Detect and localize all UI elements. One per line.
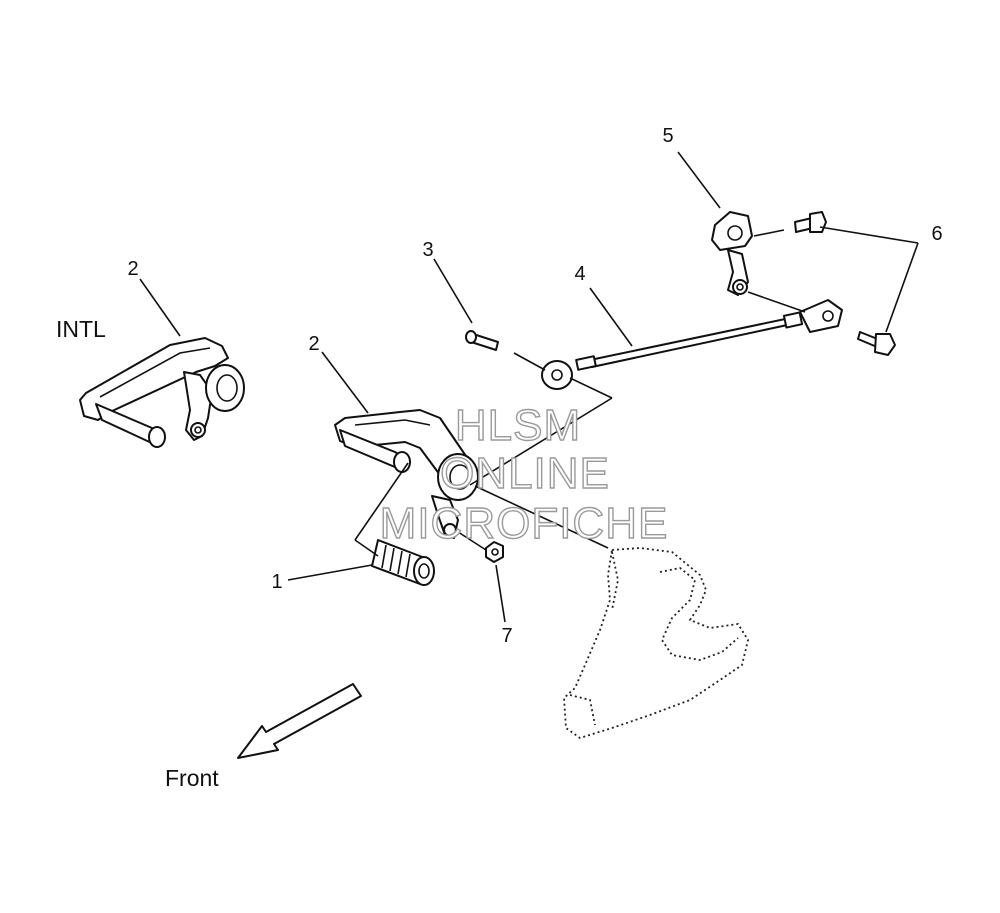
watermark-line-3: MICROFICHE xyxy=(380,499,669,548)
part-6-bolt-lower xyxy=(857,331,896,356)
part-3-pin xyxy=(465,330,499,351)
engine-case-reference-outline xyxy=(563,547,749,739)
front-arrow-icon xyxy=(237,683,362,759)
watermark-line-2: ONLINE xyxy=(440,449,610,498)
callout-2-main: 2 xyxy=(308,333,319,355)
watermark-line-1: HLSM xyxy=(455,401,581,450)
part-5-shift-arm xyxy=(711,211,753,296)
callout-5: 5 xyxy=(662,125,673,147)
watermark: HLSM ONLINE MICROFICHE xyxy=(379,400,669,548)
main-shift-lever xyxy=(334,409,479,539)
part-4-shift-rod xyxy=(541,299,843,390)
callout-3: 3 xyxy=(422,239,433,261)
callout-2-intl: 2 xyxy=(127,258,138,280)
front-label: Front xyxy=(165,765,219,791)
intl-label: INTL xyxy=(56,316,106,342)
part-7-nut xyxy=(485,541,504,563)
leader-lines xyxy=(139,151,919,623)
part-1-footpeg xyxy=(371,539,435,586)
callout-4: 4 xyxy=(574,263,585,285)
callout-7: 7 xyxy=(501,625,512,647)
part-6-bolt-upper xyxy=(794,211,827,233)
callout-6: 6 xyxy=(931,223,942,245)
callout-1: 1 xyxy=(271,571,282,593)
intl-shift-lever xyxy=(79,337,245,448)
